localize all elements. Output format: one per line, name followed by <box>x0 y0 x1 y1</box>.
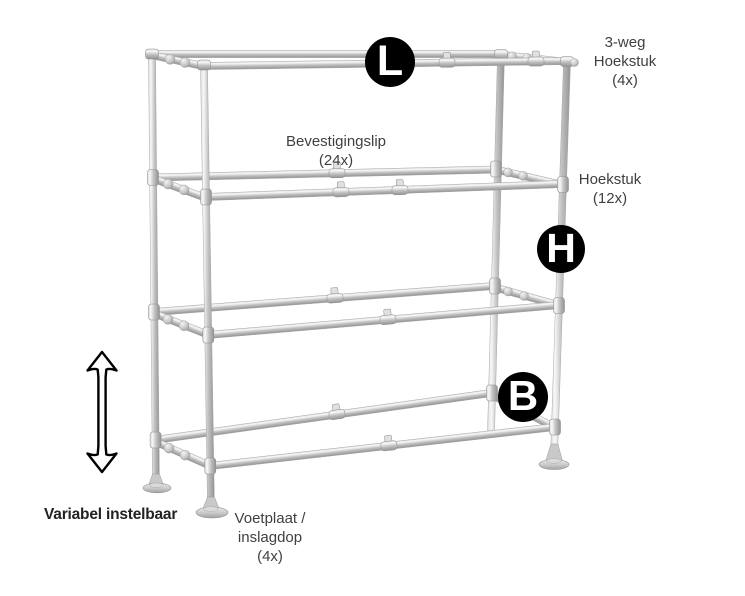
rack-back-fittings <box>145 48 508 449</box>
label-variabel-instelbaar: Variabel instelbaar <box>44 506 178 523</box>
label-line: Hoekstuk <box>593 53 657 70</box>
label-line: Bevestigingslip <box>285 133 387 150</box>
label-bevestigingslip: Bevestigingslip (24x) <box>274 132 398 170</box>
badge-letter: H <box>546 224 576 271</box>
double-arrow-icon <box>86 350 118 474</box>
label-3weg-hoekstuk: 3-weg Hoekstuk (4x) <box>563 33 687 90</box>
badge-letter: L <box>376 36 404 85</box>
badge-height-marker: H <box>537 225 585 273</box>
rack-foot-front-right <box>538 443 570 470</box>
rack-foot-back-left <box>142 473 172 494</box>
label-line: (12x) <box>592 190 628 207</box>
label-hoekstuk: Hoekstuk (12x) <box>548 170 672 208</box>
label-line: 3-weg <box>604 34 646 51</box>
badge-width-marker: B <box>498 372 548 422</box>
label-line: Hoekstuk <box>578 171 642 188</box>
label-line: inslagdop <box>237 529 303 546</box>
label-voetplaat: Voetplaat / inslagdop (4x) <box>208 509 332 566</box>
label-line: (4x) <box>612 72 638 89</box>
label-line: (24x) <box>318 152 354 169</box>
label-line: (4x) <box>257 548 283 565</box>
label-line: Voetplaat / <box>234 510 306 527</box>
badge-letter: B <box>507 372 539 419</box>
badge-length-marker: L <box>365 37 415 87</box>
rack-foot-front-left <box>195 496 229 519</box>
rack-front-frame <box>197 50 579 509</box>
